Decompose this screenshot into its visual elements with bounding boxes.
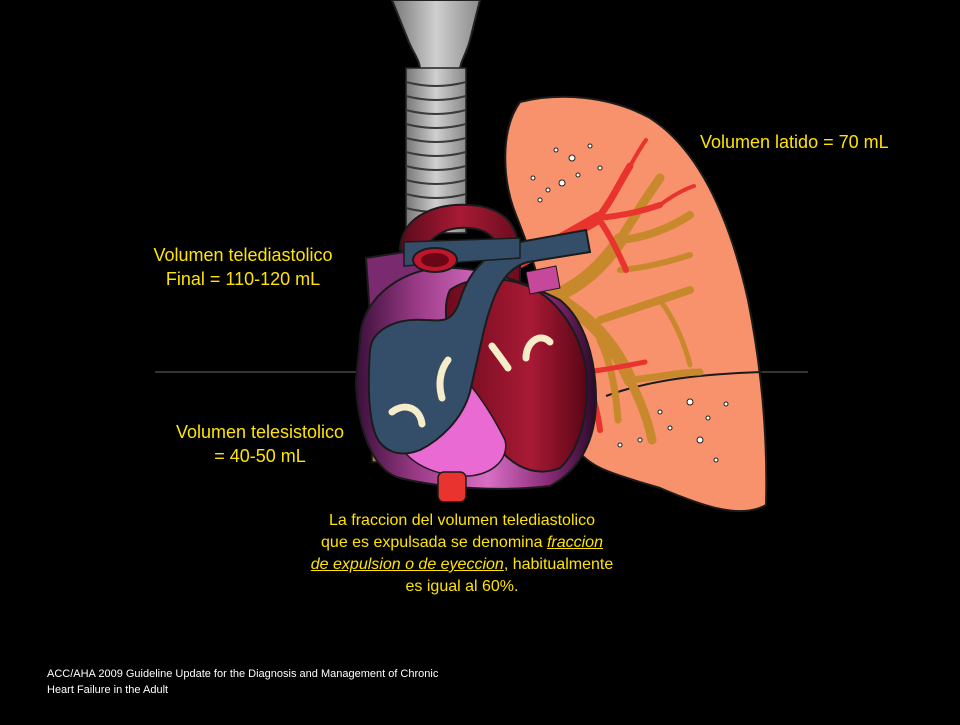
end-systolic-line1: Volumen telesistolico — [175, 422, 345, 442]
end-diastolic-line1: Volumen telediastolico — [153, 245, 333, 265]
lung-speckles — [530, 143, 729, 463]
citation-line1: ACC/AHA 2009 Guideline Update for the Di… — [47, 668, 439, 680]
descending-aorta — [437, 471, 467, 503]
citation: ACC/AHA 2009 Guideline Update for the Di… — [47, 666, 507, 698]
pulmonary-trunk — [367, 228, 592, 455]
lung-fissure — [605, 371, 763, 397]
note-line1: La fraccion del volumen telediastolico — [329, 512, 595, 529]
end-diastolic-line2: Final = 110-120 mL — [165, 269, 321, 289]
heart-valves — [388, 334, 554, 428]
note-line3-plain: , habitualmente — [503, 556, 614, 573]
aorta-lumen — [421, 253, 449, 267]
end-diastolic-volume-label: Volumen telediastolico Final = 110-120 m… — [108, 243, 378, 291]
trachea — [390, 0, 482, 234]
note-line3: de expulsion o de eyeccion, habitualment… — [262, 554, 662, 576]
note-line4: es igual al 60%. — [405, 578, 519, 595]
note-line2: que es expulsada se denomina fraccion — [262, 532, 662, 554]
note-line2-plain: que es expulsada se denomina — [321, 534, 547, 551]
end-systolic-line2: = 40-50 mL — [214, 446, 306, 466]
ejection-fraction-note: La fraccion del volumen telediastolico q… — [262, 510, 662, 598]
pulmonary-vein-pink — [525, 265, 561, 295]
note-line2-term: fraccion — [546, 534, 603, 551]
note-line3-term: de expulsion o de eyeccion — [310, 556, 504, 573]
stroke-volume-label: Volumen latido = 70 mL — [700, 132, 889, 152]
citation-line2: Heart Failure in the Adult — [47, 684, 169, 696]
end-systolic-volume-label: Volumen telesistolico = 40-50 mL — [140, 420, 380, 468]
